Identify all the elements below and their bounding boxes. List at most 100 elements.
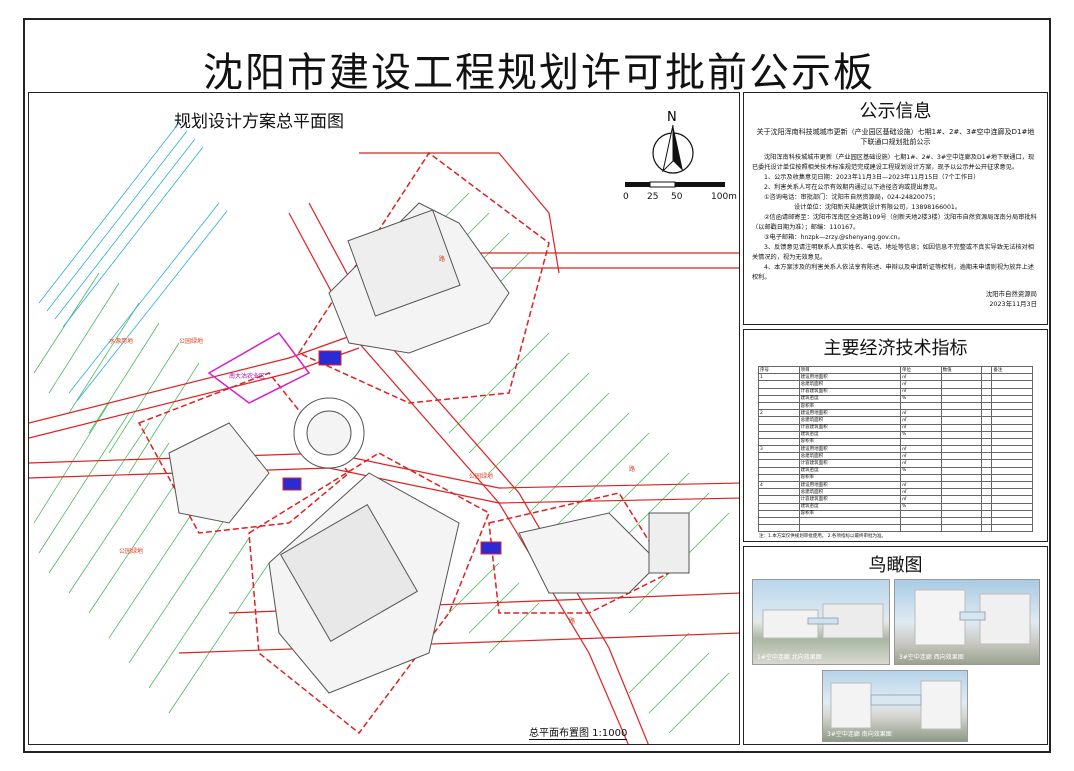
kpi-table-cell (758, 430, 800, 439)
kpi-table-cell (758, 423, 800, 432)
notice-paragraph: 4、本方案涉及的利害关系人依法享有陈述、申辩以及申请听证等权利，逾期未申请则视为… (752, 264, 1034, 281)
kpi-table-cell: 建筑密度 (798, 466, 902, 475)
scale-label: 25 (647, 192, 659, 202)
kpi-table-cell (940, 409, 983, 418)
kpi-table-cell (991, 524, 1033, 533)
kpi-table-cell (758, 394, 800, 403)
label-park-1: 公园绿地 (179, 337, 203, 345)
kpi-table-cell (991, 401, 1033, 411)
kpi-table-cell (758, 509, 800, 518)
kpi-table-cell (940, 401, 983, 411)
kpi-table-cell (981, 480, 993, 490)
label-road-2: 路 (629, 465, 635, 473)
kpi-table-row: 建筑密度% (758, 502, 1033, 511)
magenta-area (207, 332, 311, 404)
kpi-table-row: 序号项目单位数值备注 (758, 365, 1033, 375)
kpi-table-cell: 建筑密度 (798, 430, 902, 439)
kpi-table-row: 建筑密度% (758, 466, 1033, 475)
kpi-table-cell: 容积率 (798, 473, 902, 483)
kpi-table-cell (991, 502, 1033, 511)
kpi-table-cell: 计容建筑面积 (798, 387, 902, 396)
kpi-table-cell: 总建筑面积 (798, 452, 902, 461)
kpi-table-cell (758, 524, 800, 533)
notice-board: 沈阳市建设工程规划许可批前公示板 规划设计方案总平面图 (23, 18, 1051, 753)
scale-bar: 0 25 50 100m (623, 181, 737, 202)
kpi-table-cell: 单位 (900, 365, 942, 375)
kpi-table-cell (981, 452, 993, 461)
north-label: N (667, 110, 677, 125)
kpi-table-cell (991, 509, 1033, 518)
kpi-table-cell (981, 509, 993, 518)
kpi-table-cell (991, 445, 1033, 454)
kpi-table-cell (991, 480, 1033, 490)
kpi-table-cell (981, 380, 993, 389)
kpi-table-cell (758, 502, 800, 511)
kpi-table-cell (981, 445, 993, 454)
kpi-table-cell (900, 473, 942, 483)
kpi-table-cell (981, 394, 993, 403)
kpi-table-cell (758, 495, 800, 504)
kpi-table-row (758, 516, 1033, 526)
label-magenta: 南大沽农业区 (229, 372, 265, 380)
aerial-render-3 (830, 680, 962, 730)
north-arrow-icon: N (652, 110, 694, 174)
kpi-heading: 主要经济技术指标 (823, 338, 968, 359)
buildings (168, 202, 690, 694)
kpi-table-cell: 计容建筑面积 (798, 495, 902, 504)
kpi-table-cell (981, 488, 993, 497)
scale-label: 100m (711, 192, 737, 202)
kpi-table-cell: % (900, 502, 942, 511)
kpi-table-cell (798, 524, 902, 533)
kpi-table-cell (940, 423, 983, 432)
kpi-table-cell (940, 516, 983, 526)
notice-heading: 公示信息 (859, 101, 932, 122)
kpi-table-cell (981, 430, 993, 439)
kpi-table-cell: 建设用地面积 (798, 373, 902, 382)
kpi-table-cell (758, 401, 800, 411)
kpi-table-cell: ㎡ (900, 480, 942, 490)
kpi-table-cell (900, 509, 942, 518)
kpi-table-cell: ㎡ (900, 452, 942, 461)
kpi-table-cell (991, 473, 1033, 483)
kpi-table-cell (758, 380, 800, 389)
kpi-table-cell (900, 516, 942, 526)
kpi-table-cell: 容积率 (798, 437, 902, 447)
kpi-table-cell: ㎡ (900, 459, 942, 468)
kpi-table-cell: % (900, 430, 942, 439)
kpi-table-row: 建筑密度% (758, 430, 1033, 439)
kpi-table-cell (758, 437, 800, 447)
kpi-table-cell: ㎡ (900, 416, 942, 425)
kpi-table-cell: 数值 (940, 365, 983, 375)
kpi-table-cell (981, 387, 993, 396)
notice-subtitle: 关于沈阳浑南科技城城市更新（产业园区基础设施）七期1#、2#、3#空中连廊及D1… (756, 128, 1035, 146)
notice-paragraph: 3、反馈意见请注明联系人真实姓名、电话、地址等信息；如因信息不完整或不真实导致无… (752, 244, 1034, 261)
kpi-table-cell (991, 394, 1033, 403)
kpi-table-cell (981, 524, 993, 533)
kpi-table-cell (991, 437, 1033, 447)
board-title: 沈阳市建设工程规划许可批前公示板 (203, 50, 875, 96)
plan-caption: 总平面布置图 1:1000 (529, 724, 628, 740)
kpi-table-row: 容积率 (758, 437, 1033, 447)
kpi-table-cell: 建设用地面积 (798, 480, 902, 490)
plan-title: 规划设计方案总平面图 (174, 112, 344, 132)
notice-paragraph: ③电子邮箱：hnzpk—zrzy.@shenyang.gov.cn。 (764, 234, 904, 241)
kpi-table-cell (991, 409, 1033, 418)
kpi-table-cell (991, 459, 1033, 468)
site-plan-panel: 规划设计方案总平面图 (28, 92, 740, 745)
kpi-table-cell (940, 480, 983, 490)
water-strip (38, 122, 228, 402)
map-labels: 水源用地 公园绿地 公园绿地 公园绿地 路 路 路 南大沽农业区 (109, 255, 635, 625)
kpi-table-cell (758, 516, 800, 526)
kpi-notes: 注：1.本方案仅供规划审批使用。 2.各项指标以最终审批为准。 (759, 534, 887, 540)
kpi-table-cell (758, 387, 800, 396)
aerial-photo-1: 1#空中连廊 北向效果图 (752, 579, 890, 665)
kpi-table-cell (981, 459, 993, 468)
